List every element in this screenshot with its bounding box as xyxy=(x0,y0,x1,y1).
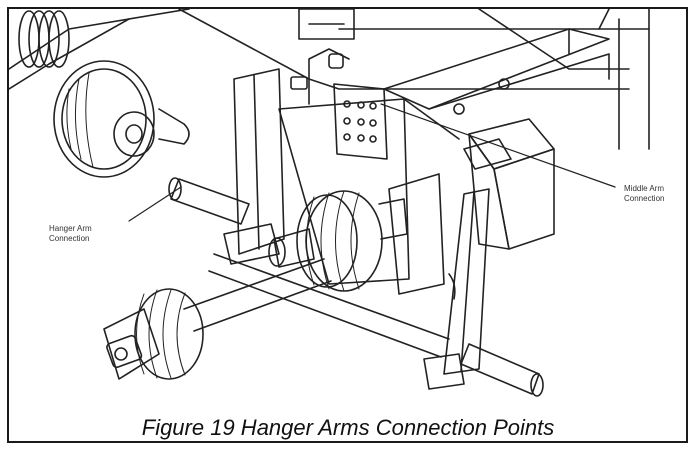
left-hanger-arm xyxy=(223,68,285,265)
wheel xyxy=(53,60,190,178)
hanger-arm-connection-label: Hanger Arm Connection xyxy=(49,224,92,244)
lower-cross-tube xyxy=(208,253,450,358)
mounting-plate xyxy=(333,78,510,160)
middle-arm-label-line1: Middle Arm xyxy=(624,184,665,193)
hanger-arm-label-line1: Hanger Arm xyxy=(49,224,92,233)
gearbox xyxy=(278,48,460,295)
machine-frame xyxy=(9,9,650,150)
spring-coil xyxy=(18,10,70,68)
upper-rail xyxy=(383,28,610,110)
figure-caption: Figure 19 Hanger Arms Connection Points xyxy=(141,415,555,440)
middle-arm-label-line2: Connection xyxy=(624,194,665,203)
top-pin xyxy=(290,53,344,90)
hanger-arm-leader-line xyxy=(128,186,182,222)
pto-driveshaft xyxy=(183,190,408,332)
square-tube xyxy=(463,118,555,250)
pto-yoke xyxy=(103,288,204,380)
hanger-arm-diagram xyxy=(9,9,650,397)
right-hanger-arm xyxy=(423,188,490,390)
right-stub-shaft xyxy=(460,343,544,397)
hanger-arm-label-line2: Connection xyxy=(49,234,90,243)
middle-arm-leader-line xyxy=(380,103,616,188)
middle-arm-connection-label: Middle Arm Connection xyxy=(624,184,664,204)
figure-frame: Hanger Arm Connection Middle Arm Connect… xyxy=(7,7,688,443)
